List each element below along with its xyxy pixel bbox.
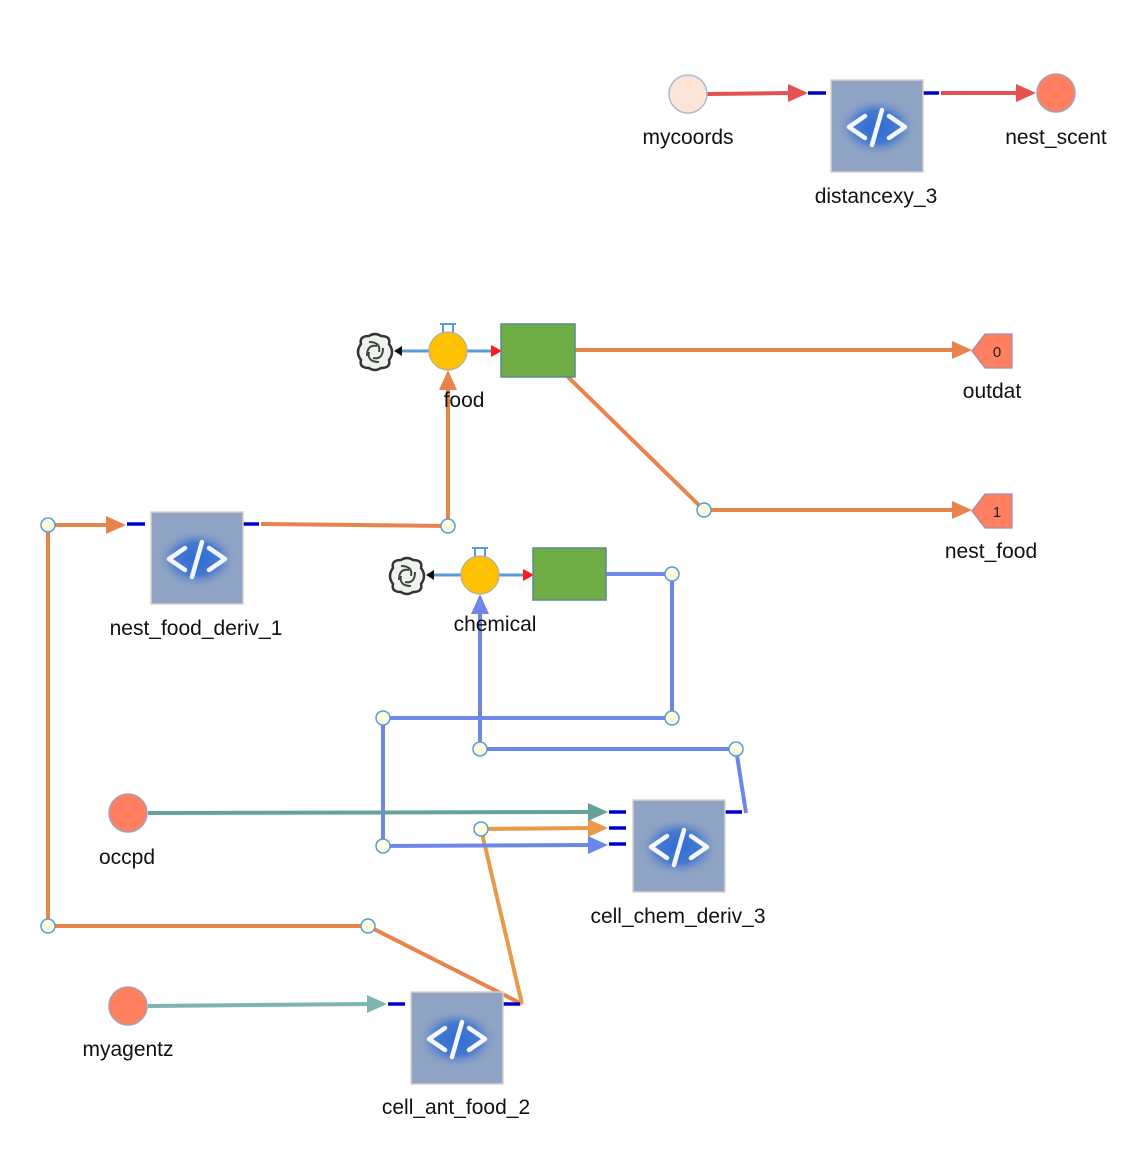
waypoint[interactable] [472, 741, 488, 757]
node-cell-chem-deriv-3[interactable]: cell_chem_deriv_3 [590, 800, 766, 928]
outflow-arrow-icon [426, 570, 434, 580]
outflow-arrow-icon [394, 346, 402, 356]
link-mycoords-distancexy[interactable] [706, 84, 808, 102]
waypoint[interactable] [440, 518, 456, 534]
variable-icon [108, 986, 148, 1026]
code-block-icon [831, 80, 923, 172]
waypoint[interactable] [664, 566, 680, 582]
node-label: nest_food [945, 540, 1037, 563]
link-nest-food-deriv-food[interactable] [260, 370, 457, 529]
node-label: outdat [963, 380, 1022, 403]
node-distancexy-3[interactable]: distancexy_3 [808, 80, 939, 208]
node-myagentz[interactable]: myagentz [82, 986, 174, 1061]
waypoint[interactable] [40, 918, 56, 934]
output-tag-icon [971, 493, 1013, 529]
output-tag-icon [971, 333, 1013, 369]
node-cell-ant-food-2[interactable]: cell_ant_food_2 [382, 992, 530, 1119]
valve-icon [460, 547, 500, 595]
variable-icon [108, 793, 148, 833]
link-chemical-cell-chem-deriv[interactable] [381, 572, 674, 854]
waypoint[interactable] [375, 710, 391, 726]
inflow-arrow-icon [523, 569, 534, 581]
inflow-arrow-icon [491, 345, 502, 357]
node-label: food [444, 389, 485, 412]
link-distancexy-nest-scent[interactable] [941, 84, 1036, 102]
stock-box [532, 547, 607, 601]
node-label: cell_ant_food_2 [382, 1096, 530, 1119]
waypoint[interactable] [696, 502, 712, 518]
link-food-nest-food[interactable] [566, 375, 972, 519]
stock-box [500, 323, 576, 378]
waypoint[interactable] [40, 517, 56, 533]
node-outdat[interactable]: 0 outdat [963, 333, 1022, 403]
valve-icon [428, 323, 468, 371]
cloud-icon [356, 332, 394, 372]
output-index: 1 [993, 504, 1001, 521]
node-label: mycoords [642, 126, 733, 149]
waypoint[interactable] [728, 741, 744, 757]
output-index: 0 [993, 344, 1001, 361]
waypoint[interactable] [473, 821, 489, 837]
node-food[interactable]: food [356, 323, 576, 412]
node-label: occpd [99, 846, 155, 869]
code-block-icon [411, 992, 503, 1084]
link-myagentz-cell-ant-food[interactable] [147, 995, 387, 1013]
node-label: myagentz [82, 1038, 173, 1061]
node-nest-scent[interactable]: nest_scent [1005, 73, 1107, 149]
waypoint[interactable] [375, 838, 391, 854]
link-food-outdat[interactable] [575, 341, 972, 359]
waypoints [40, 502, 744, 934]
waypoint[interactable] [360, 918, 376, 934]
node-mycoords[interactable]: mycoords [642, 74, 734, 149]
node-nest-food[interactable]: 1 nest_food [945, 493, 1037, 563]
input-variable-icon [668, 74, 708, 114]
node-label: chemical [454, 613, 537, 636]
node-nest-food-deriv-1[interactable]: nest_food_deriv_1 [110, 512, 283, 640]
node-label: cell_chem_deriv_3 [590, 905, 765, 928]
link-occpd-cell-chem-deriv[interactable] [147, 803, 608, 821]
node-label: distancexy_3 [815, 185, 938, 208]
link-cell-chem-deriv-chemical[interactable] [471, 594, 748, 814]
node-label: nest_food_deriv_1 [110, 617, 283, 640]
cloud-icon [388, 556, 426, 596]
node-occpd[interactable]: occpd [99, 793, 155, 869]
node-chemical[interactable]: chemical [388, 547, 607, 636]
link-cell-ant-food-nest-food-deriv[interactable] [46, 516, 523, 1006]
code-block-icon [633, 800, 725, 892]
waypoint[interactable] [664, 710, 680, 726]
node-label: nest_scent [1005, 126, 1107, 149]
variable-icon [1036, 73, 1076, 113]
code-block-icon [151, 512, 243, 604]
